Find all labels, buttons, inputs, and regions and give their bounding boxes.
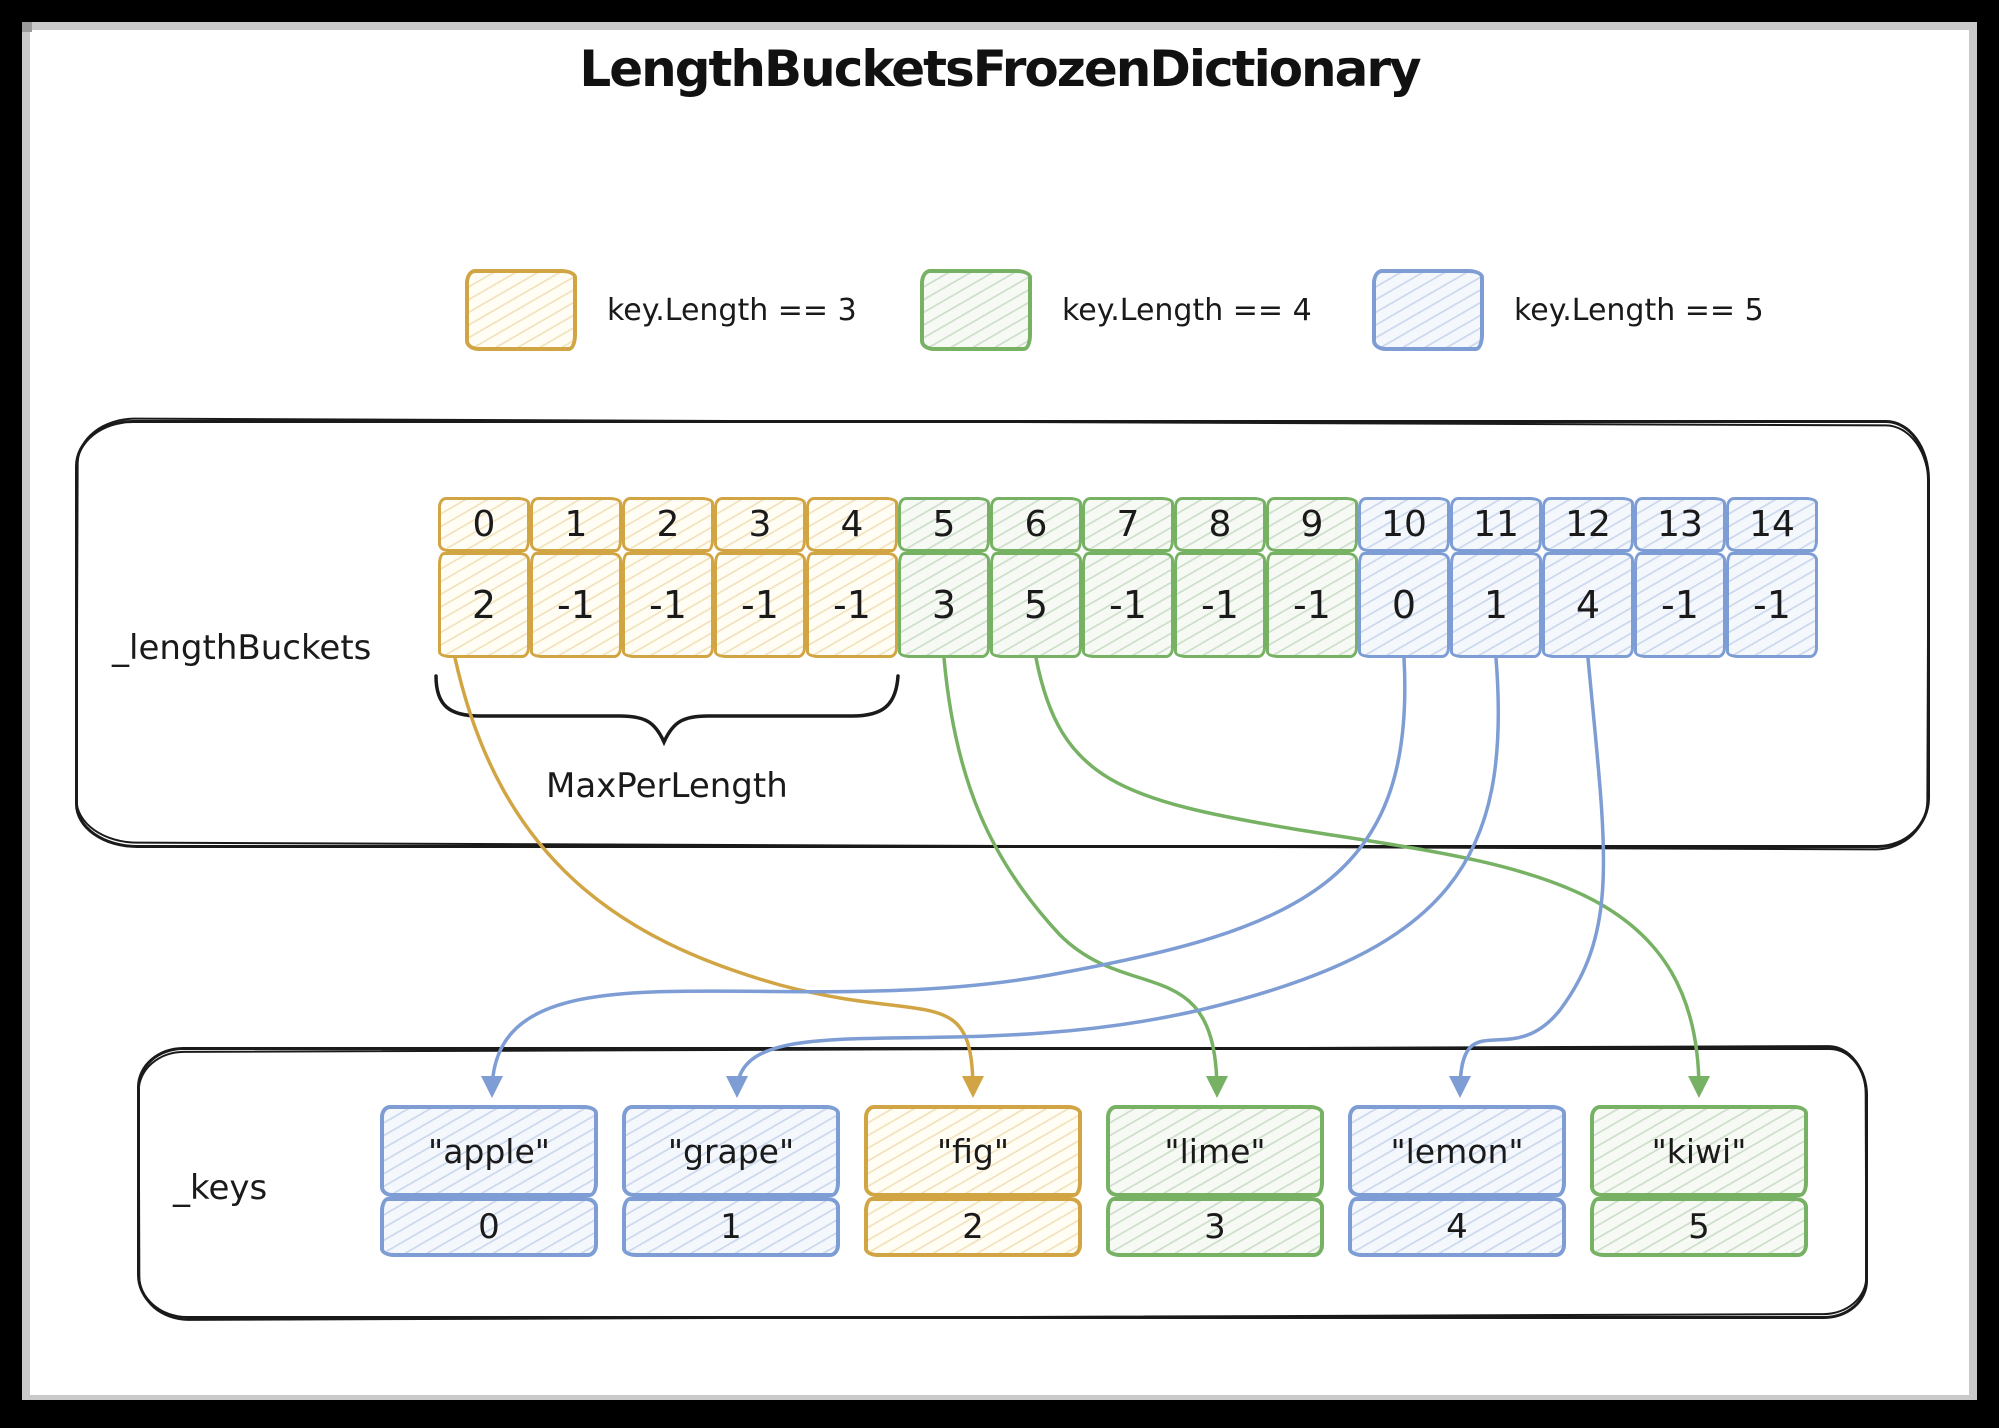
bucket-cell-5: 5 3 <box>898 497 990 658</box>
key-name: "lemon" <box>1348 1105 1566 1197</box>
key-name: "lime" <box>1106 1105 1324 1197</box>
bucket-cell-14: 14 -1 <box>1726 497 1818 658</box>
bucket-value: 2 <box>438 552 530 658</box>
bucket-value: -1 <box>1726 552 1818 658</box>
key-name: "kiwi" <box>1590 1105 1808 1197</box>
bucket-index: 9 <box>1266 497 1358 552</box>
bucket-cell-13: 13 -1 <box>1634 497 1726 658</box>
legend-label-len5: key.Length == 5 <box>1514 292 1764 328</box>
bucket-cell-4: 4 -1 <box>806 497 898 658</box>
bucket-value: -1 <box>530 552 622 658</box>
key-name: "fig" <box>864 1105 1082 1197</box>
diagram-title: LengthBucketsFrozenDictionary <box>579 40 1421 98</box>
keys-array: "apple" 0 "grape" 1 "fig" 2 "lime" 3 "le… <box>380 1105 1808 1257</box>
bucket-value: -1 <box>1082 552 1174 658</box>
legend-label-len3: key.Length == 3 <box>607 292 857 328</box>
bucket-index: 12 <box>1542 497 1634 552</box>
max-per-length-label: MaxPerLength <box>546 766 788 806</box>
key-box-lime: "lime" 3 <box>1106 1105 1324 1257</box>
bucket-cell-12: 12 4 <box>1542 497 1634 658</box>
key-index: 3 <box>1106 1197 1324 1257</box>
key-box-kiwi: "kiwi" 5 <box>1590 1105 1808 1257</box>
bucket-index: 1 <box>530 497 622 552</box>
bucket-value: 1 <box>1450 552 1542 658</box>
bucket-index: 10 <box>1358 497 1450 552</box>
bucket-value: 5 <box>990 552 1082 658</box>
length-buckets-label: _lengthBuckets <box>112 628 372 668</box>
bucket-index: 8 <box>1174 497 1266 552</box>
key-index: 4 <box>1348 1197 1566 1257</box>
length-buckets-array: 0 2 1 -1 2 -1 3 -1 4 -1 5 3 6 5 7 -1 <box>438 497 1818 658</box>
bucket-value: 4 <box>1542 552 1634 658</box>
bucket-value: -1 <box>806 552 898 658</box>
bucket-cell-2: 2 -1 <box>622 497 714 658</box>
bucket-index: 0 <box>438 497 530 552</box>
bucket-cell-3: 3 -1 <box>714 497 806 658</box>
bucket-cell-9: 9 -1 <box>1266 497 1358 658</box>
bucket-cell-10: 10 0 <box>1358 497 1450 658</box>
bucket-index: 7 <box>1082 497 1174 552</box>
bucket-value: 3 <box>898 552 990 658</box>
legend-item-len4: key.Length == 4 <box>920 268 1312 352</box>
corner-chip <box>22 22 32 32</box>
bucket-index: 2 <box>622 497 714 552</box>
green-hatched-swatch-icon <box>920 269 1032 351</box>
bucket-index: 5 <box>898 497 990 552</box>
bucket-cell-11: 11 1 <box>1450 497 1542 658</box>
bucket-value: 0 <box>1358 552 1450 658</box>
key-box-grape: "grape" 1 <box>622 1105 840 1257</box>
bucket-index: 13 <box>1634 497 1726 552</box>
key-box-fig: "fig" 2 <box>864 1105 1082 1257</box>
key-box-lemon: "lemon" 4 <box>1348 1105 1566 1257</box>
bucket-value: -1 <box>714 552 806 658</box>
bucket-value: -1 <box>1634 552 1726 658</box>
key-index: 5 <box>1590 1197 1808 1257</box>
bucket-cell-8: 8 -1 <box>1174 497 1266 658</box>
legend-item-len5: key.Length == 5 <box>1372 268 1764 352</box>
blue-hatched-swatch-icon <box>1372 269 1484 351</box>
bucket-cell-0: 0 2 <box>438 497 530 658</box>
bucket-cell-6: 6 5 <box>990 497 1082 658</box>
key-name: "grape" <box>622 1105 840 1197</box>
key-index: 1 <box>622 1197 840 1257</box>
bucket-value: -1 <box>1174 552 1266 658</box>
yellow-hatched-swatch-icon <box>465 269 577 351</box>
bucket-index: 14 <box>1726 497 1818 552</box>
key-index: 0 <box>380 1197 598 1257</box>
bucket-value: -1 <box>1266 552 1358 658</box>
bucket-index: 6 <box>990 497 1082 552</box>
key-box-apple: "apple" 0 <box>380 1105 598 1257</box>
legend-label-len4: key.Length == 4 <box>1062 292 1312 328</box>
bucket-cell-7: 7 -1 <box>1082 497 1174 658</box>
legend-item-len3: key.Length == 3 <box>465 268 857 352</box>
bucket-index: 4 <box>806 497 898 552</box>
keys-label: _keys <box>173 1168 268 1208</box>
bucket-index: 3 <box>714 497 806 552</box>
bucket-value: -1 <box>622 552 714 658</box>
bucket-index: 11 <box>1450 497 1542 552</box>
key-index: 2 <box>864 1197 1082 1257</box>
key-name: "apple" <box>380 1105 598 1197</box>
bucket-cell-1: 1 -1 <box>530 497 622 658</box>
